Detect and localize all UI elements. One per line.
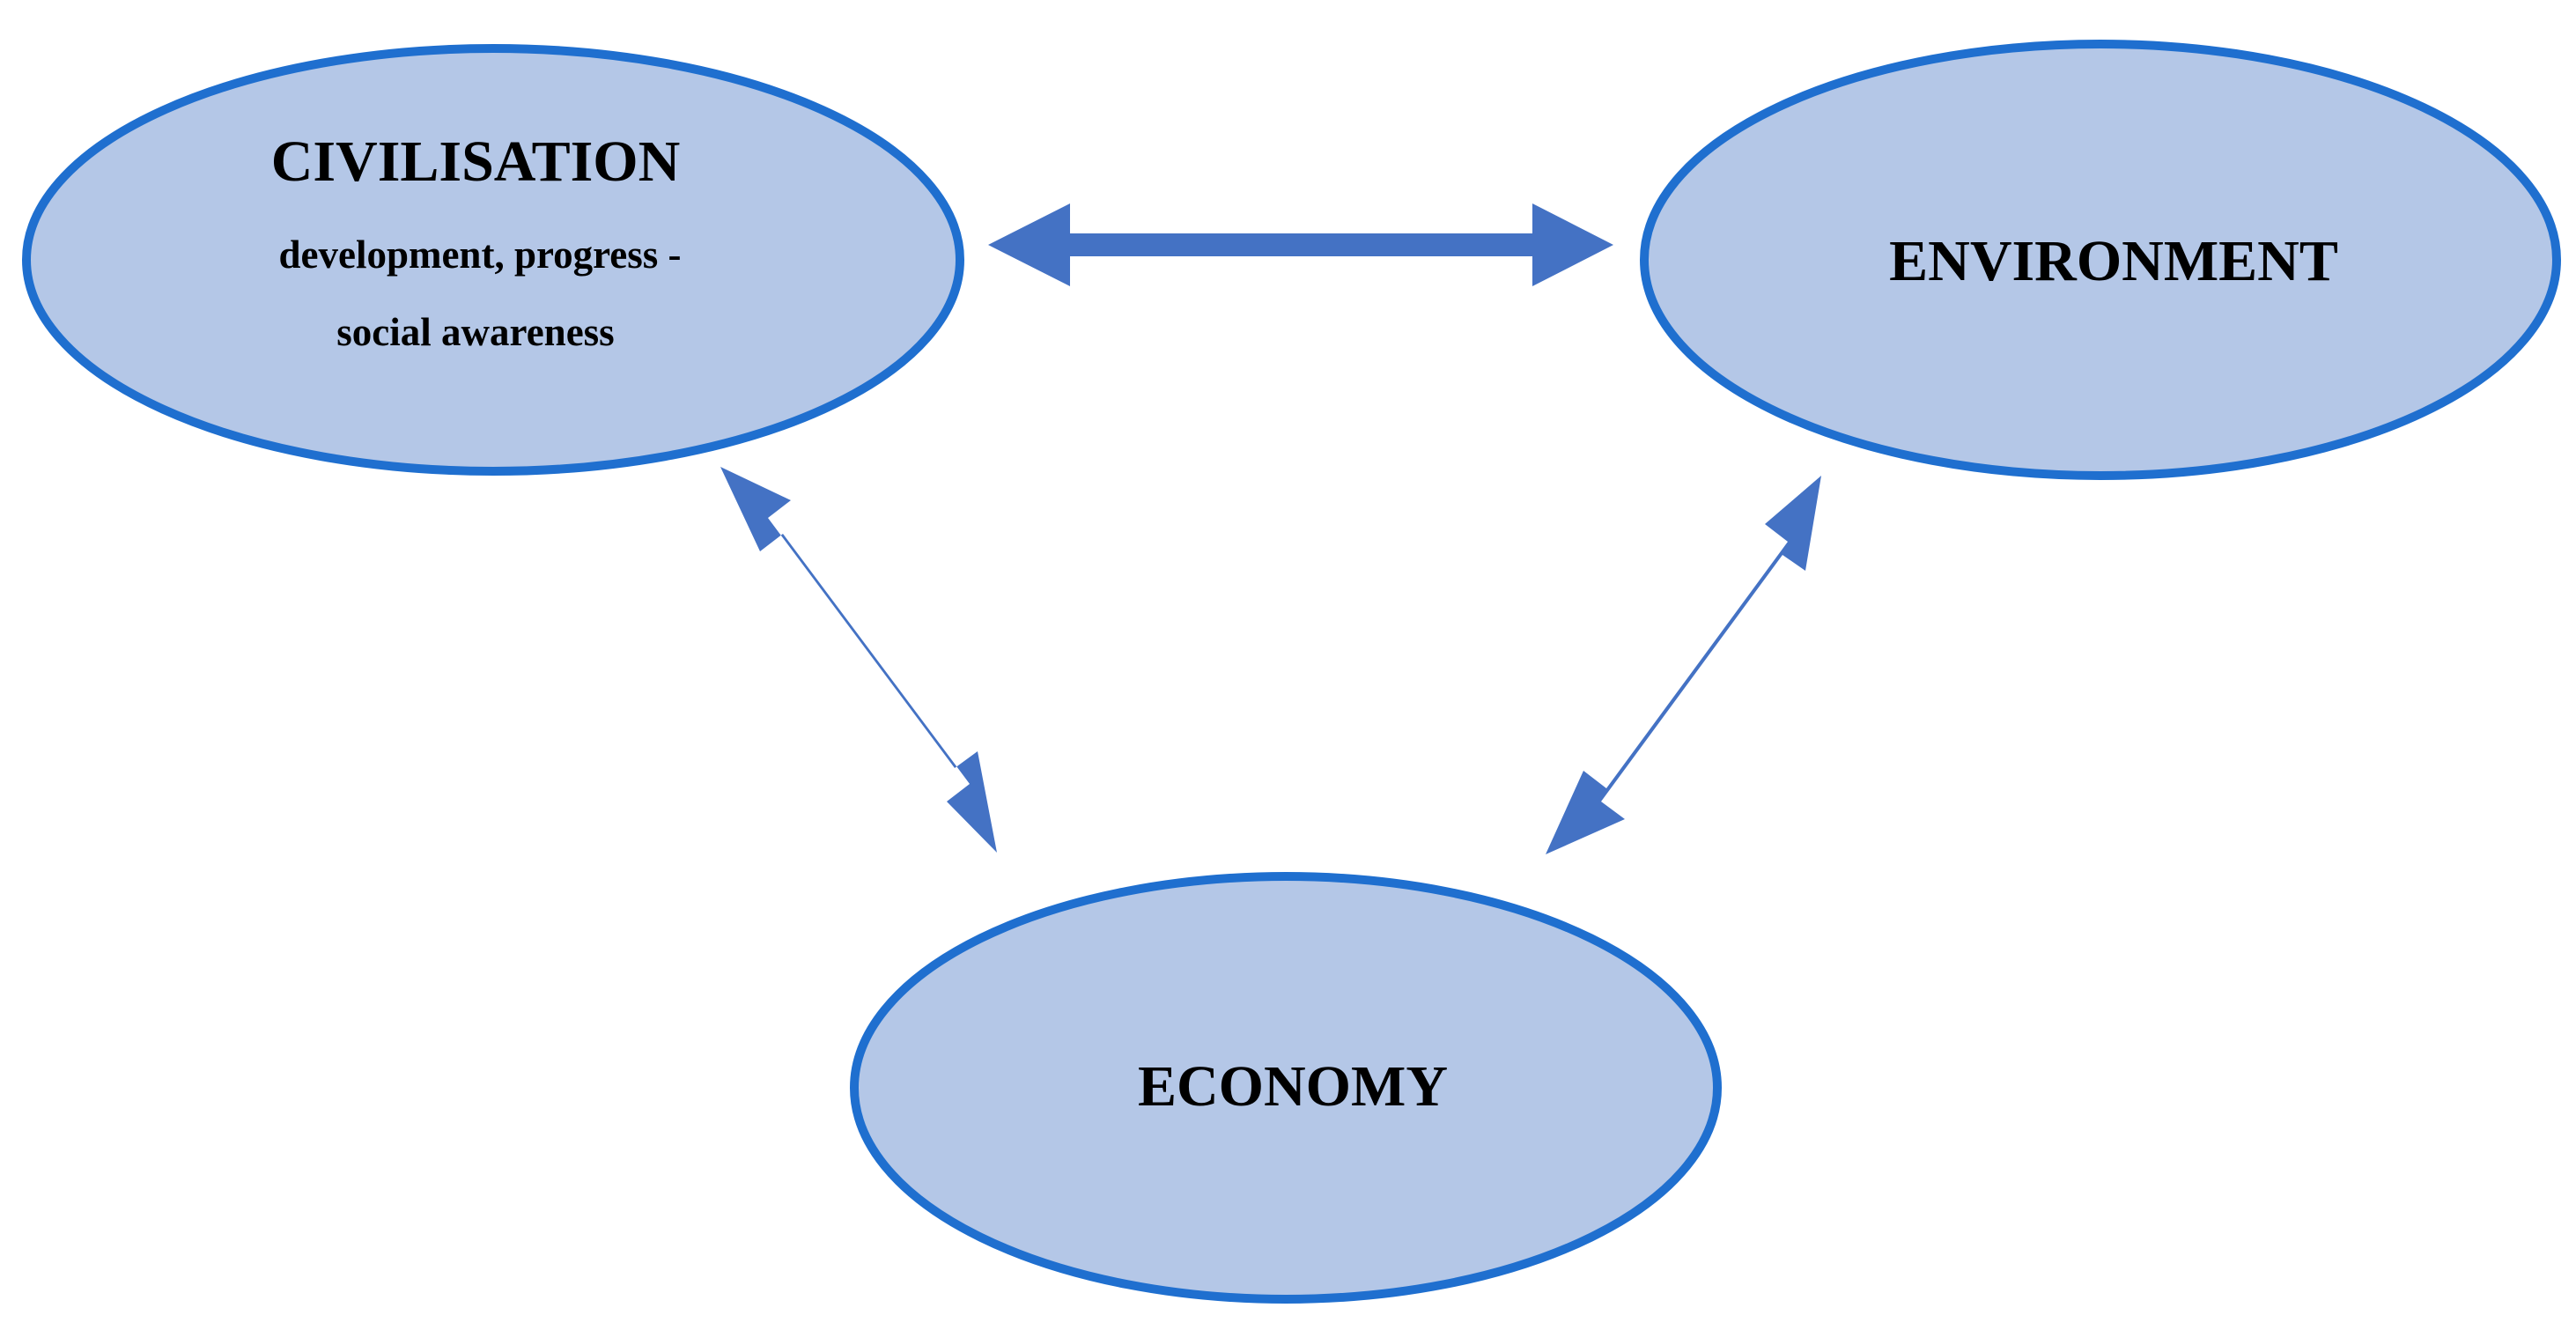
economy-node: ECONOMY: [850, 872, 1722, 1304]
environment-ellipse: [1640, 40, 2561, 480]
environment-economy-arrow: [1546, 476, 1821, 854]
environment-node: ENVIRONMENT: [1640, 40, 2561, 480]
civilisation-title: CIVILISATION: [271, 129, 681, 194]
civilisation-ellipse: [22, 44, 964, 476]
environment-title: ENVIRONMENT: [1889, 229, 2338, 293]
economy-ellipse: [850, 872, 1722, 1304]
economy-title: ECONOMY: [1138, 1054, 1448, 1119]
civilisation-economy-arrow: [720, 467, 997, 853]
civilisation-subtitle-line-1: development, progress -: [278, 233, 681, 277]
civilisation-node: CIVILISATION development, progress - soc…: [22, 44, 964, 476]
civilisation-environment-arrow: [988, 203, 1613, 286]
civilisation-subtitle-line-2: social awareness: [336, 310, 614, 354]
